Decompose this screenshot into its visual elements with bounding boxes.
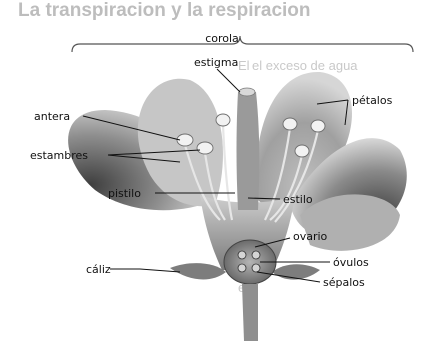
label-ovario: ovario xyxy=(293,230,328,243)
style-column xyxy=(237,92,260,210)
stem xyxy=(242,284,258,341)
label-estigma: estigma xyxy=(194,56,238,69)
label-antera: antera xyxy=(34,110,70,123)
label-estambres: estambres xyxy=(30,149,88,162)
label-corola: corola xyxy=(205,32,239,45)
corola-bracket xyxy=(72,36,413,52)
label-petalos: pétalos xyxy=(352,94,393,107)
label-caliz: cáliz xyxy=(86,263,111,276)
label-pistilo: pistilo xyxy=(108,187,141,200)
sepal-right xyxy=(272,264,320,279)
label-ovulos: óvulos xyxy=(333,256,369,269)
label-estilo: estilo xyxy=(283,193,313,206)
label-sepalos: sépalos xyxy=(323,276,365,289)
stigma-shape xyxy=(239,88,255,96)
sepal-left xyxy=(170,263,226,279)
